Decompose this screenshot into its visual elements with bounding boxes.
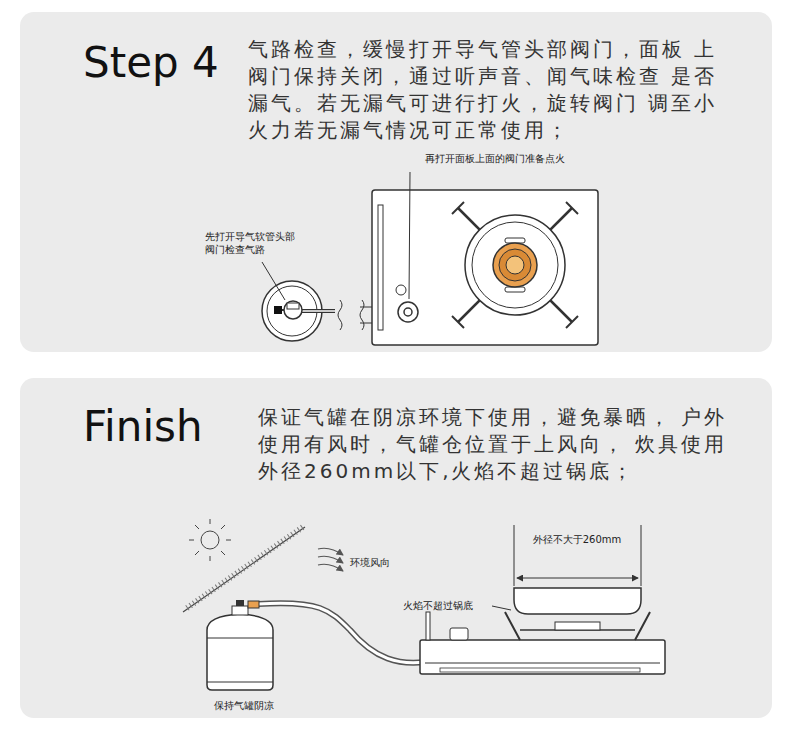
step-instructions: 气路检查，缓慢打开导气管头部阀门，面板 上阀门保持关闭，通过听声音、闻气味检查 … bbox=[248, 36, 726, 144]
callout-label: 先打开导气软管头部阀门检查气路 bbox=[205, 230, 301, 256]
callout-label: 外径不大于260mm bbox=[533, 533, 622, 546]
callout-label: 保持气罐阴凉 bbox=[214, 699, 274, 712]
callout-label: 再打开面板上面的阀门准备点火 bbox=[425, 152, 565, 165]
step-heading: Finish bbox=[83, 402, 263, 452]
callout-label: 火焰不超过锅底 bbox=[403, 599, 473, 612]
step-heading: Step 4 bbox=[83, 38, 263, 88]
step-instructions: 保证气罐在阴凉环境下使用，避免暴晒， 户外使用有风时，气罐仓位置于上风向， 炊具… bbox=[258, 404, 748, 485]
step-panel: Finish保证气罐在阴凉环境下使用，避免暴晒， 户外使用有风时，气罐仓位置于上… bbox=[20, 378, 772, 718]
callout-label: 环境风向 bbox=[350, 556, 390, 569]
step-panel: Step 4气路检查，缓慢打开导气管头部阀门，面板 上阀门保持关闭，通过听声音、… bbox=[20, 12, 772, 352]
